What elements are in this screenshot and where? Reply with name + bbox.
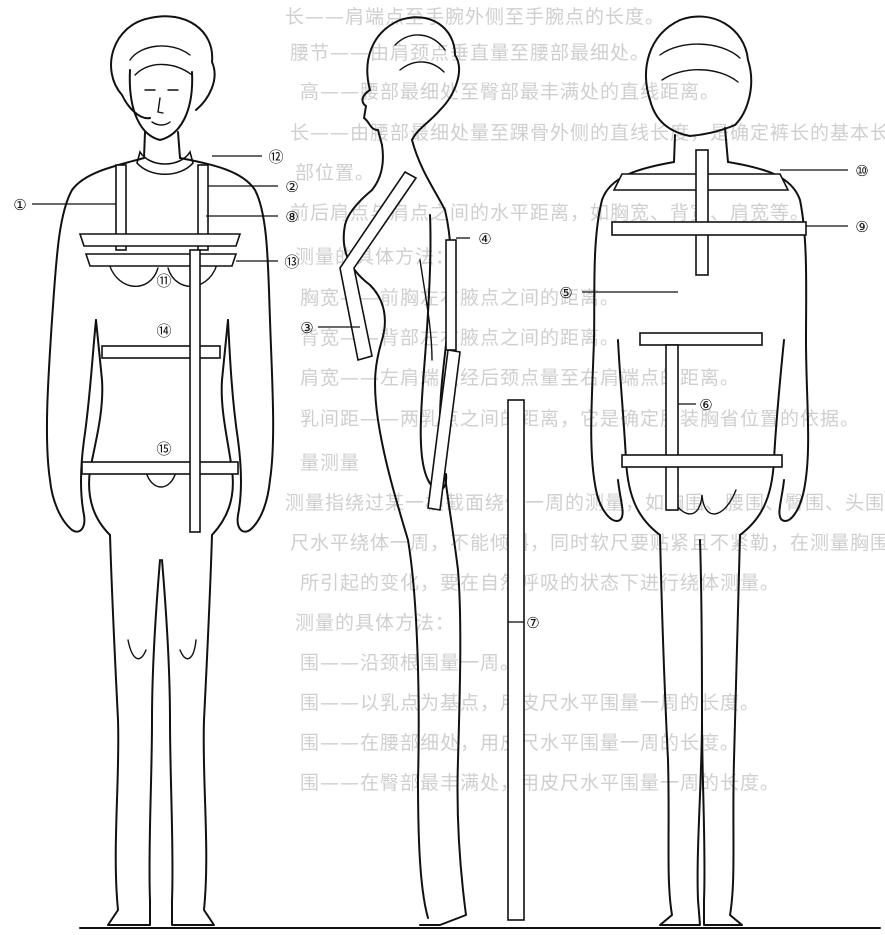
callout-7: ⑦ [526, 614, 539, 632]
callout-10: ⑩ [855, 162, 868, 180]
callout-11: ⑪ [156, 272, 171, 290]
front-figure [47, 16, 273, 925]
front-tape-13 [86, 254, 236, 266]
back-figure [591, 16, 808, 925]
front-tape-15 [82, 462, 238, 474]
side-tape-4 [446, 240, 456, 350]
side-tape-3 [340, 172, 416, 360]
back-tape-hip [622, 455, 782, 467]
front-tape-14 [102, 346, 220, 358]
front-tape-vertical [190, 250, 200, 532]
callout-9: ⑨ [855, 218, 868, 236]
callout-6: ⑥ [699, 396, 712, 414]
side-figure [340, 17, 524, 925]
callout-12: ⑫ [268, 148, 283, 166]
back-tape-6 [666, 345, 678, 510]
callout-15: ⑮ [156, 440, 171, 458]
front-tape-8 [80, 234, 240, 246]
side-tape-7 [508, 400, 524, 920]
callout-14: ⑭ [156, 322, 171, 340]
callout-2: ② [285, 178, 298, 196]
callout-8: ⑧ [285, 208, 298, 226]
callout-13: ⑬ [284, 253, 299, 271]
back-tape-9 [612, 222, 806, 235]
back-tape-spine [696, 150, 708, 275]
callout-1: ① [13, 196, 26, 214]
callout-4: ④ [478, 230, 491, 248]
callout-5: ⑤ [559, 284, 572, 302]
back-tape-waist [640, 333, 762, 345]
callout-3: ③ [300, 319, 313, 337]
